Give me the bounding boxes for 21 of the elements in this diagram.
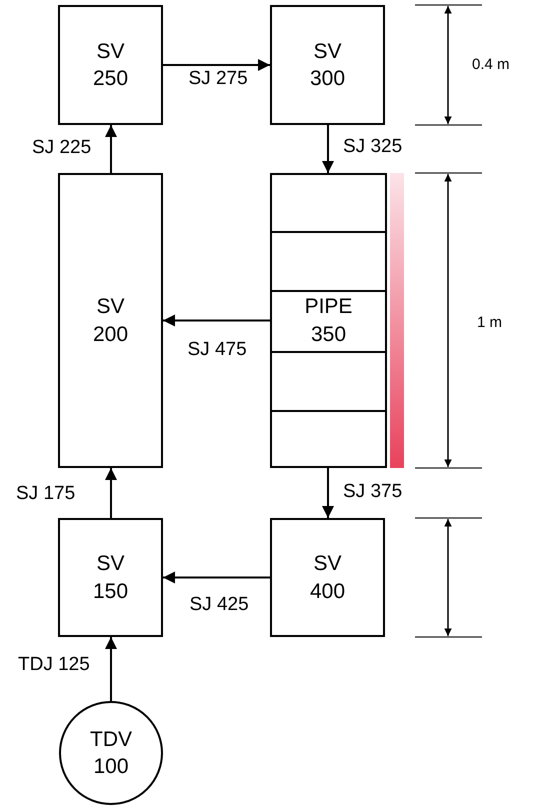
node-label: SV 250 xyxy=(92,38,130,92)
arrow xyxy=(163,59,270,71)
volume-box xyxy=(58,5,163,125)
arrow xyxy=(105,637,117,701)
node-label: SV 200 xyxy=(92,294,130,348)
arrow xyxy=(105,125,117,173)
node-label: SV 300 xyxy=(308,38,346,92)
heat-gradient-bar xyxy=(390,173,404,468)
arrow xyxy=(322,468,334,518)
node-label: SV 400 xyxy=(308,551,346,604)
node-label: TDV 100 xyxy=(89,726,133,780)
arrow xyxy=(163,572,270,584)
volume-box xyxy=(58,518,163,637)
arrow xyxy=(322,125,334,173)
pipe-box xyxy=(270,173,387,468)
volume-box xyxy=(270,5,385,125)
node-label: SV 150 xyxy=(92,551,130,604)
arrow xyxy=(163,314,270,326)
volume-box xyxy=(270,518,385,637)
volume-box xyxy=(58,173,163,468)
arrow xyxy=(105,468,117,518)
